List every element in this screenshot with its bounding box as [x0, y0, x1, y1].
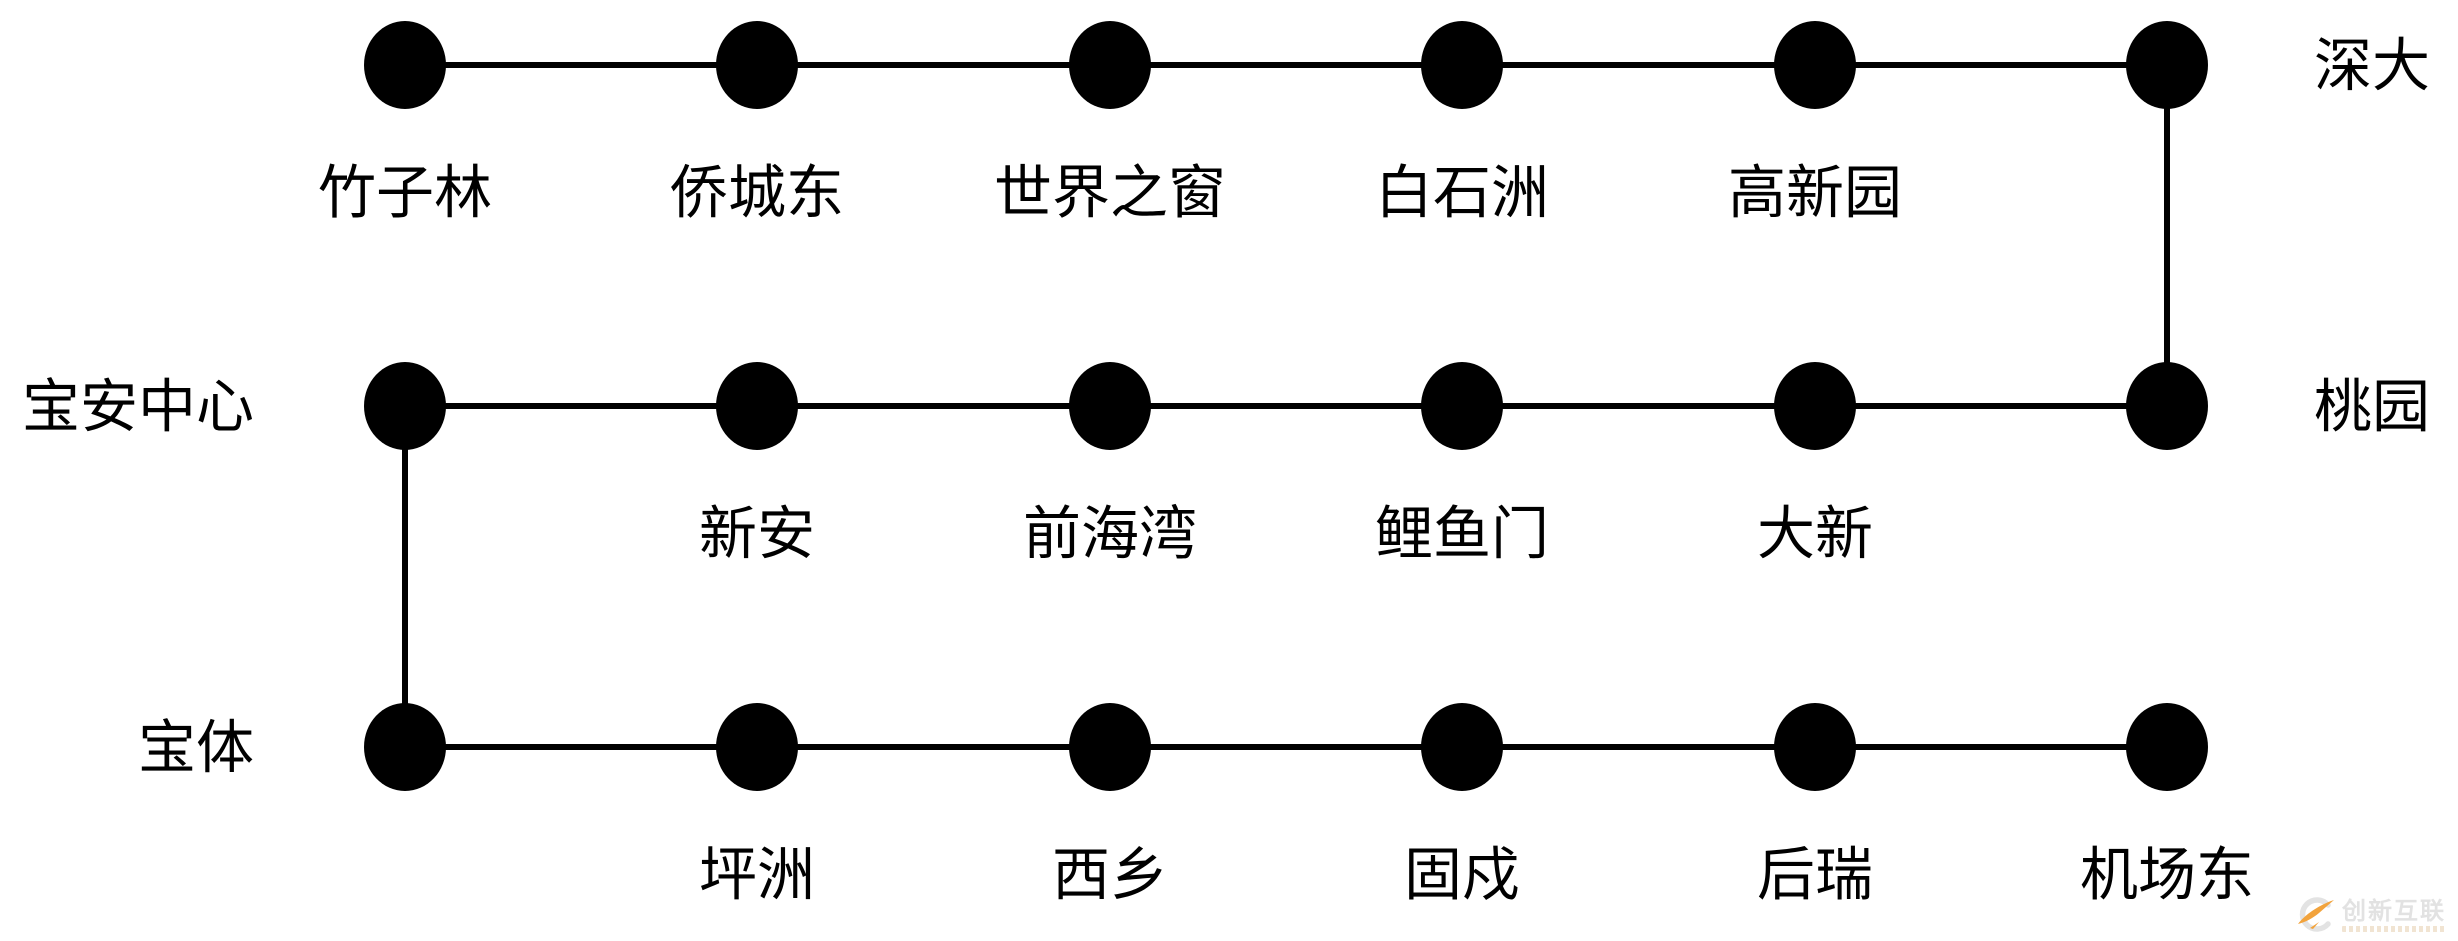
- station-label: 宝体: [138, 715, 254, 780]
- station-label: 宝安中心: [22, 374, 254, 439]
- station-dot: [1774, 703, 1856, 791]
- station-label: 坪洲: [699, 842, 815, 907]
- station-dot: [1421, 362, 1503, 450]
- station-label: 高新园: [1728, 160, 1902, 225]
- station-dot: [716, 703, 798, 791]
- station-dot: [1421, 703, 1503, 791]
- station-label: 大新: [1757, 501, 1873, 566]
- station-dot: [1069, 362, 1151, 450]
- station-label: 竹子林: [318, 160, 492, 225]
- station-label: 世界之窗: [994, 160, 1226, 225]
- watermark-tagline: [2342, 926, 2446, 932]
- station-dot: [2126, 21, 2208, 109]
- station-dot: [1069, 703, 1151, 791]
- station-dot: [1069, 21, 1151, 109]
- station-dot: [2126, 362, 2208, 450]
- watermark: 创新互联: [2297, 895, 2446, 937]
- station-label: 新安: [699, 501, 815, 566]
- station-dot: [716, 21, 798, 109]
- station-label: 白石洲: [1375, 160, 1549, 225]
- station-dot: [2126, 703, 2208, 791]
- station-label: 深大: [2314, 33, 2430, 98]
- station-label: 机场东: [2080, 842, 2254, 907]
- station-dot: [1421, 21, 1503, 109]
- station-dot: [364, 703, 446, 791]
- watermark-swoosh-shape: [2298, 900, 2334, 924]
- station-dot: [364, 21, 446, 109]
- watermark-ring-shape: [2299, 897, 2331, 932]
- station-label: 侨城东: [670, 160, 844, 225]
- station-dot: [364, 362, 446, 450]
- watermark-logo-icon: [2298, 897, 2334, 932]
- station-label: 前海湾: [1023, 501, 1197, 566]
- station-label: 鲤鱼门: [1375, 501, 1549, 566]
- station-dot: [716, 362, 798, 450]
- watermark-swoosh-tail-shape: [2310, 922, 2319, 929]
- station-label: 固戍: [1404, 842, 1520, 907]
- station-label: 桃园: [2314, 374, 2430, 439]
- station-label: 西乡: [1052, 842, 1168, 907]
- station-dot: [1774, 362, 1856, 450]
- station-dot: [1774, 21, 1856, 109]
- station-label: 后瑞: [1757, 842, 1873, 907]
- watermark-brand-text: 创新互联: [2342, 898, 2446, 925]
